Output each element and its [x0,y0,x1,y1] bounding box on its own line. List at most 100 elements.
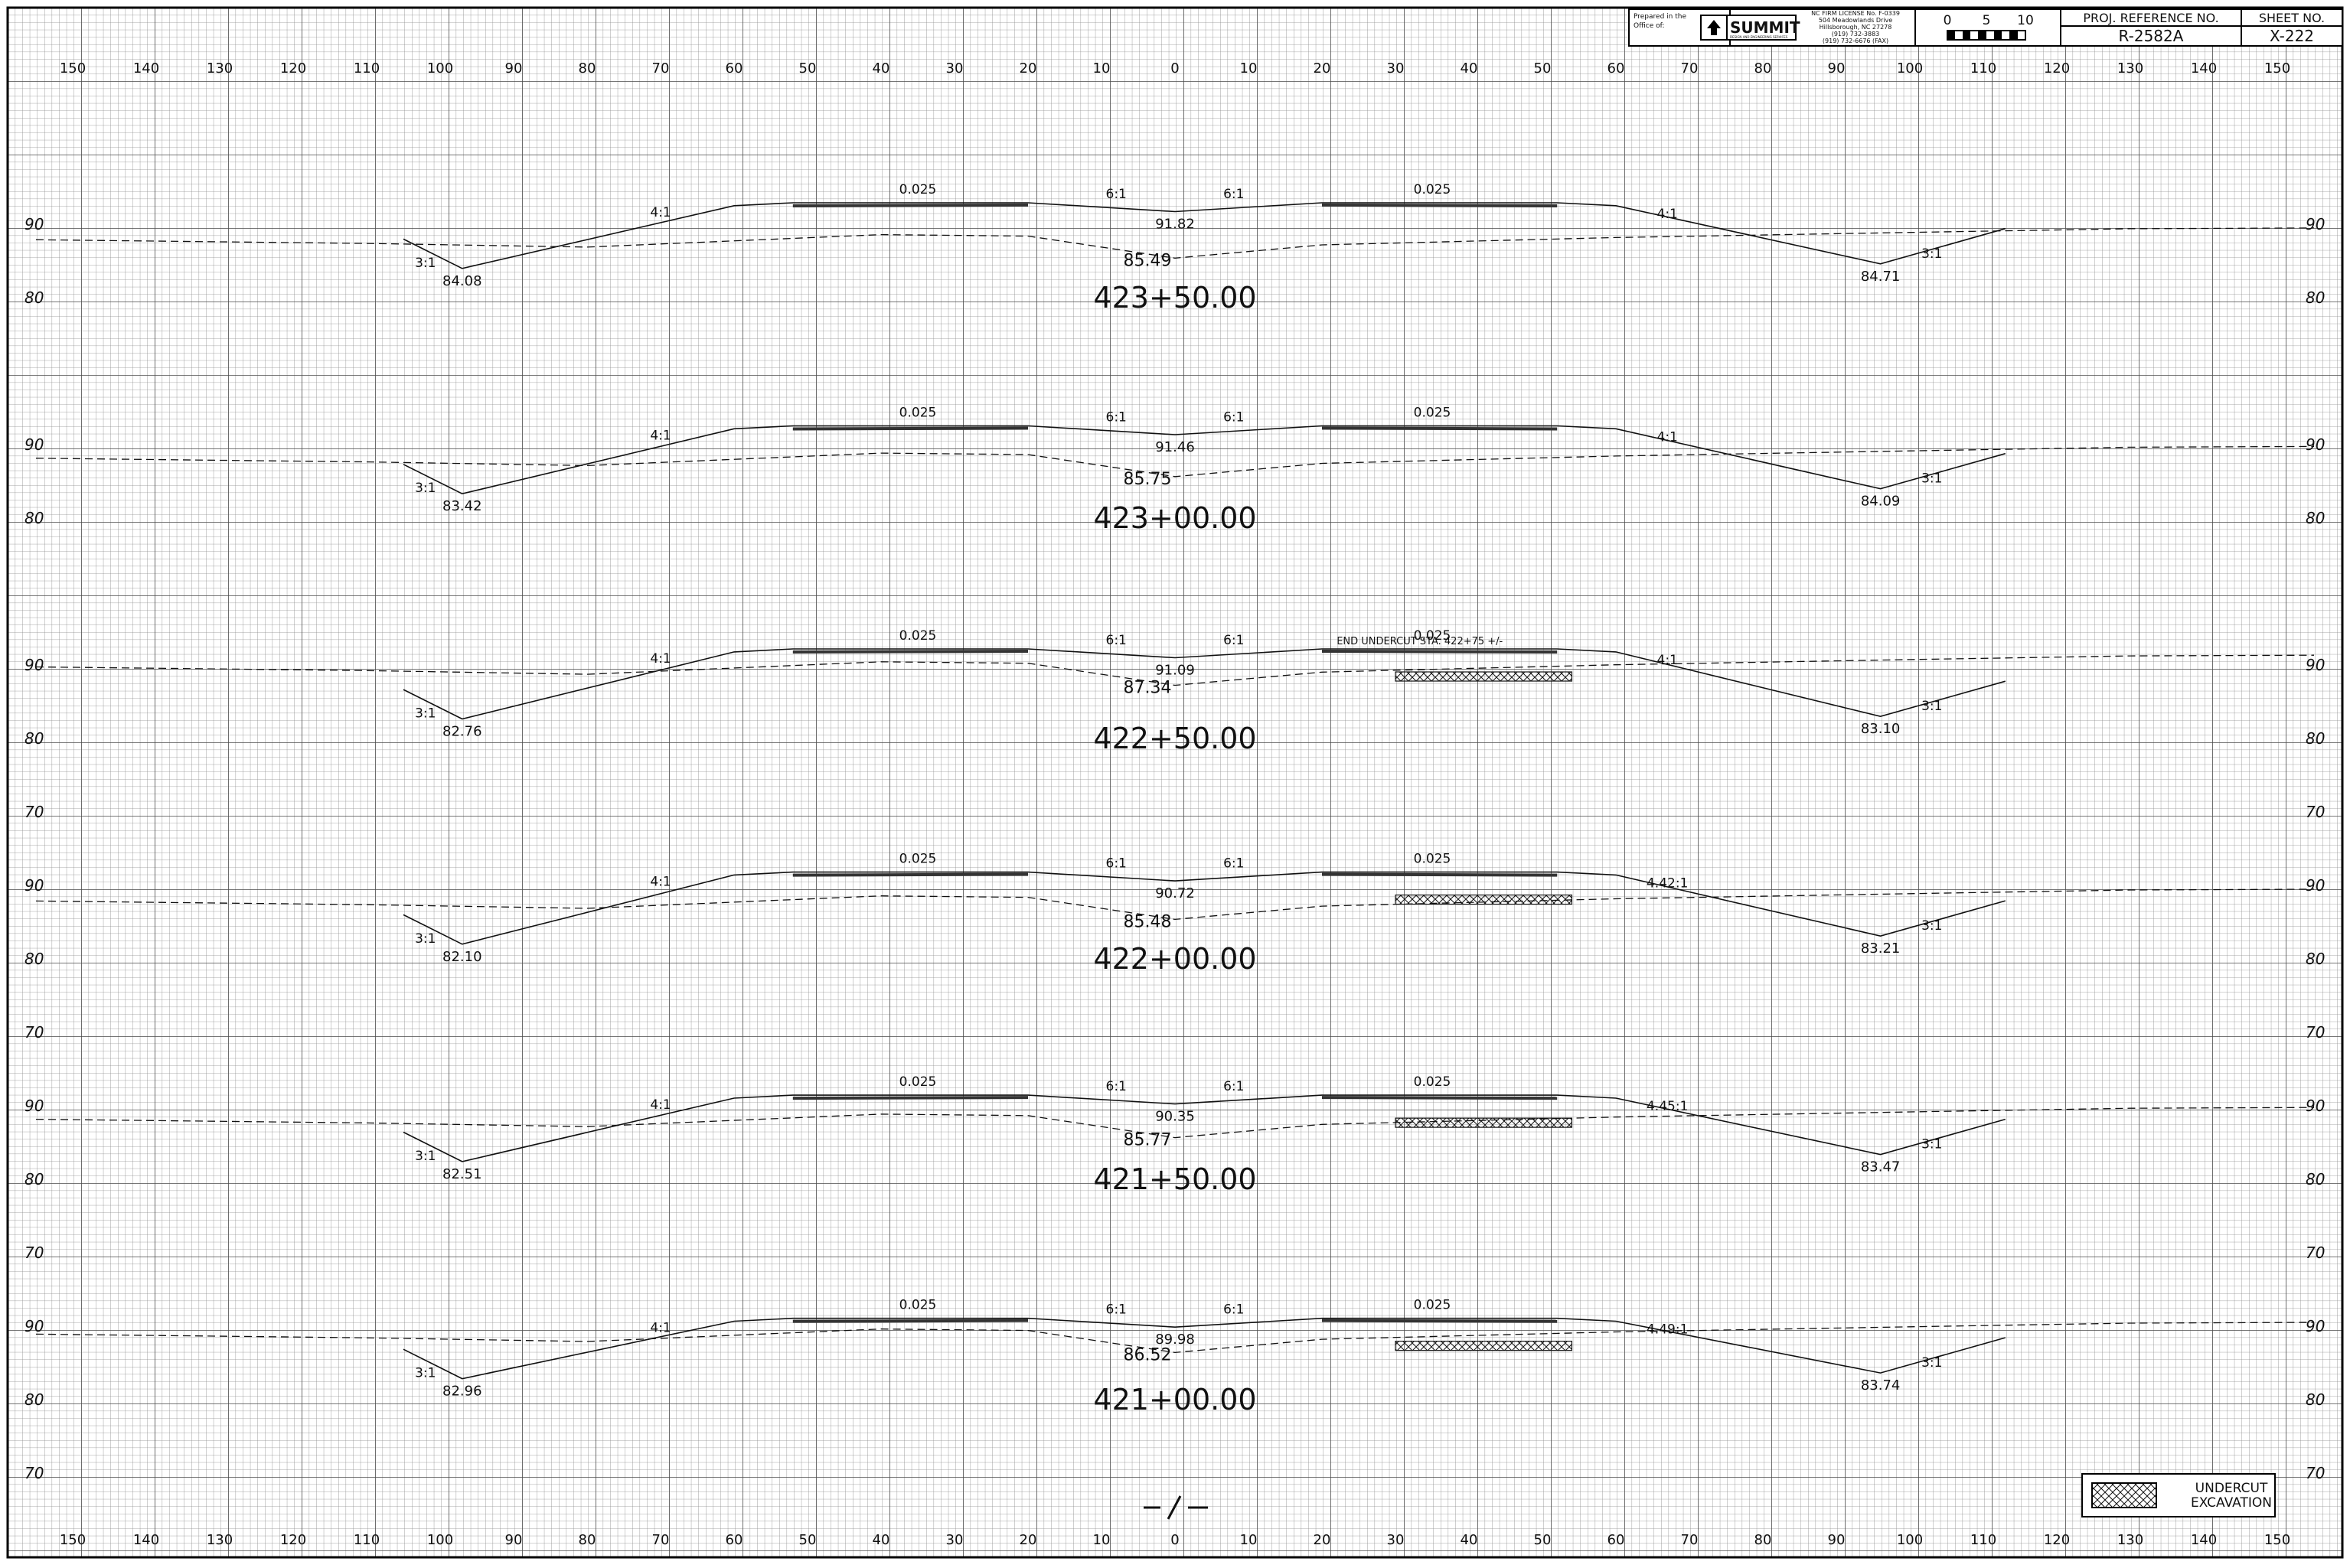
offset-label-top: 20 [1314,60,1331,77]
sheet-no-value: X-222 [2270,27,2314,45]
offset-label-bottom: 30 [946,1532,964,1548]
existing-ground-line [35,1107,2315,1139]
elevation-label-right: 90 [2306,215,2325,233]
fill-slope-right: 4.49:1 [1647,1322,1688,1338]
elevation-label-left: 80 [24,729,44,748]
right-toe-elevation: 83.74 [1861,1377,1901,1394]
cross-slope-left: 0.025 [899,628,937,644]
firm-license: NC FIRM LICENSE No. F-0339 [1811,10,1900,17]
back-slope-left: 3:1 [415,256,436,271]
elevation-label-left: 80 [24,1390,44,1409]
ditch-slope-right: 6:1 [1223,409,1244,425]
offset-label-bottom: 130 [207,1532,233,1548]
fill-slope-right: 4.42:1 [1647,876,1688,892]
offset-label-bottom: 150 [60,1532,86,1548]
offset-label-bottom: 70 [652,1532,670,1548]
fill-slope-left: 4:1 [650,875,671,890]
right-toe-elevation: 84.71 [1861,269,1901,285]
pavement-left [792,872,1028,877]
offset-label-bottom: 110 [354,1532,380,1548]
pavement-right [1322,204,1558,208]
elevation-label-right: 80 [2306,950,2325,968]
offset-label-bottom: 120 [280,1532,306,1548]
offset-label-bottom: 0 [1170,1532,1179,1548]
offset-label-bottom: 90 [505,1532,523,1548]
elevation-label-left: 70 [24,1244,44,1262]
existing-ground-line [35,654,2315,686]
station-label: 423+00.00 [1093,501,1256,535]
offset-label-bottom: 90 [1828,1532,1846,1548]
pavement-left [792,1096,1028,1100]
offset-label-top: 20 [1020,60,1037,77]
left-toe-elevation: 82.10 [442,949,482,965]
left-toe-elevation: 82.96 [442,1384,482,1400]
offset-label-bottom: 70 [1681,1532,1699,1548]
back-slope-left: 3:1 [415,1366,436,1381]
back-slope-right: 3:1 [1921,918,1942,934]
cross-slope-right: 0.025 [1414,628,1451,644]
station-label: 423+50.00 [1093,281,1256,315]
fill-slope-left: 4:1 [650,1321,671,1336]
back-slope-right: 3:1 [1921,699,1942,714]
elevation-label-left: 90 [24,1317,44,1335]
elevation-label-left: 90 [24,215,44,233]
back-slope-left: 3:1 [415,706,436,722]
centerline-elevation: 91.09 [1155,663,1195,679]
offset-label-top: 120 [280,60,306,77]
station-label: 422+50.00 [1093,722,1256,755]
offset-label-top: 10 [1240,60,1258,77]
ditch-slope-right: 6:1 [1223,1302,1244,1318]
firm-tagline: DESIGN AND ENGINEERING SERVICES [1730,35,1788,39]
firm-address-2: Hillsborough, NC 27278 [1820,24,1892,31]
elevation-label-left: 70 [24,1464,44,1482]
fill-slope-right: 4:1 [1657,653,1678,668]
offset-label-top: 40 [873,60,890,77]
offset-label-top: 100 [427,60,453,77]
design-template-line [403,425,2006,495]
cross-slope-right: 0.025 [1414,852,1451,867]
pavement-left [792,1319,1028,1323]
firm-address-1: 504 Meadowlands Drive [1819,17,1892,24]
undercut-swatch [2091,1482,2157,1508]
existing-ground-line [35,888,2315,921]
offset-label-bottom: 40 [873,1532,890,1548]
left-toe-elevation: 84.08 [442,273,482,289]
offset-label-top: 140 [2191,60,2217,77]
ground-elevation: 86.52 [1124,1345,1172,1364]
cross-slope-left: 0.025 [899,1298,937,1313]
offset-label-bottom: 120 [2044,1532,2070,1548]
offset-label-top: 60 [1607,60,1625,77]
break-symbol [1144,1495,1208,1520]
existing-ground-line [35,1322,2315,1354]
offset-label-bottom: 20 [1314,1532,1331,1548]
ditch-slope-right: 6:1 [1223,1079,1244,1094]
offset-label-top: 0 [1170,60,1179,77]
ground-elevation: 85.48 [1124,912,1172,931]
ditch-slope-left: 6:1 [1106,1302,1127,1318]
offset-label-bottom: 50 [1534,1532,1552,1548]
back-slope-right: 3:1 [1921,1137,1942,1152]
pavement-right [1322,650,1558,654]
design-template-line [403,1094,2006,1162]
cross-slope-left: 0.025 [899,1074,937,1090]
elevation-label-right: 90 [2306,435,2325,454]
cross-slope-left: 0.025 [899,182,937,197]
back-slope-right: 3:1 [1921,246,1942,262]
sheet-border [6,6,2344,1559]
offset-label-top: 120 [2044,60,2070,77]
elevation-label-right: 90 [2306,656,2325,674]
firm-fax: (919) 732-6676 (FAX) [1823,37,1888,44]
offset-label-bottom: 140 [133,1532,159,1548]
elevation-label-right: 90 [2306,876,2325,895]
major-grid [8,8,2342,1557]
firm-phone: (919) 732-3883 [1832,31,1880,37]
offset-label-bottom: 140 [2191,1532,2217,1548]
offset-label-top: 80 [579,60,596,77]
cross-slope-right: 0.025 [1414,1298,1451,1313]
proj-ref-label: PROJ. REFERENCE NO. [2083,11,2218,25]
scale-label-10: 10 [2017,13,2034,28]
existing-ground-line [35,227,2315,259]
right-toe-elevation: 84.09 [1861,494,1901,510]
